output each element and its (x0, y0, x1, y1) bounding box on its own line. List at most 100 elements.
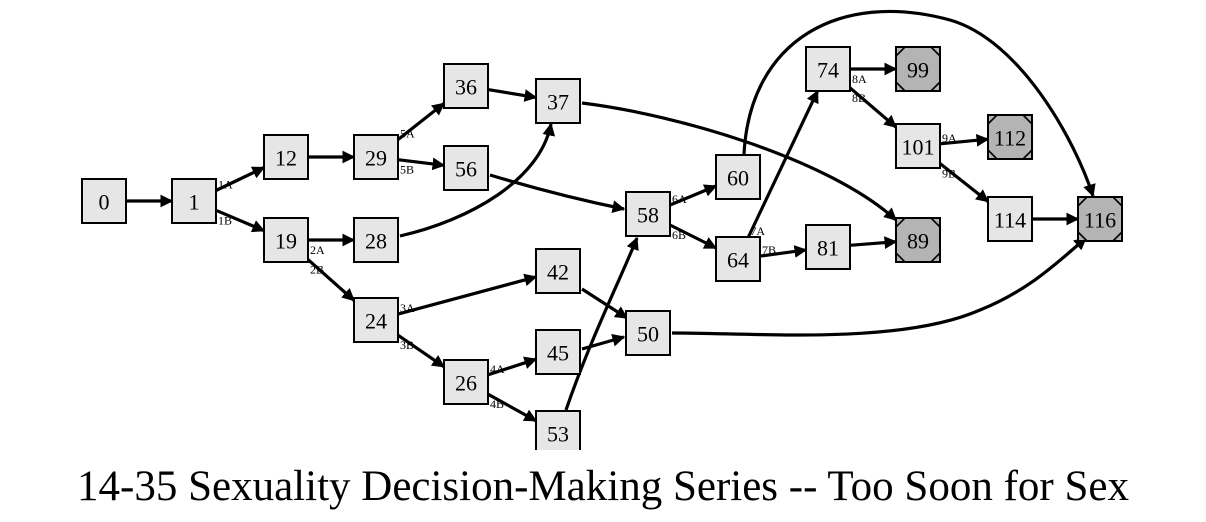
node-box (81, 178, 127, 224)
node-box (895, 217, 941, 263)
edge-label-1-19: 1B (218, 213, 232, 227)
edge-label-24-42: 3A (400, 301, 415, 315)
page-node-60: 60 (715, 154, 761, 200)
node-label: 74 (817, 58, 839, 83)
node-box (443, 359, 489, 405)
node-label: 28 (365, 229, 387, 254)
node-label: 56 (455, 157, 477, 182)
edges-layer (126, 9, 1096, 423)
node-label: 0 (99, 190, 110, 215)
node-box (987, 114, 1033, 160)
node-box (353, 134, 399, 180)
octagon-corner (987, 114, 998, 125)
edge-37-89 (581, 101, 898, 222)
edge-101-114 (939, 162, 990, 203)
octagon-corner (1077, 196, 1088, 207)
edge-28-37 (399, 122, 556, 238)
node-label: 114 (994, 208, 1026, 233)
node-label: 101 (902, 135, 935, 160)
page-node-114: 114 (987, 196, 1033, 242)
node-label: 89 (907, 229, 929, 254)
node-box (353, 297, 399, 343)
octagon-corner (1022, 149, 1033, 160)
node-label: 29 (365, 146, 387, 171)
node-label: 36 (455, 75, 477, 100)
node-label: 19 (275, 229, 297, 254)
edge-42-50 (581, 287, 629, 320)
node-label: 24 (365, 309, 387, 334)
node-label: 112 (994, 126, 1026, 151)
edge-19-24 (306, 258, 356, 302)
octagon-corner (1112, 231, 1123, 242)
node-box (715, 236, 761, 282)
edge-60-116 (742, 9, 1096, 198)
node-box (895, 46, 941, 92)
edge-58-64 (669, 223, 718, 250)
node-label: 64 (727, 248, 749, 273)
node-label: 116 (1084, 208, 1116, 233)
page-node-45: 45 (535, 329, 581, 375)
edge-53-58 (564, 236, 639, 411)
node-box (805, 224, 851, 270)
edge-label-74-101: 8B (852, 91, 866, 105)
node-label: 42 (547, 260, 569, 285)
ending-node-89: 89 (895, 217, 941, 263)
page-node-19: 19 (263, 217, 309, 263)
page-node-1: 1 (171, 178, 217, 224)
page-node-24: 24 (353, 297, 399, 343)
page-node-53: 53 (535, 410, 581, 450)
node-box (1077, 196, 1123, 242)
node-box (625, 310, 671, 356)
node-label: 50 (637, 322, 659, 347)
node-label: 60 (727, 166, 749, 191)
octagon-corner (1077, 231, 1088, 242)
node-box (987, 196, 1033, 242)
edge-50-116 (671, 236, 1088, 337)
octagon-corner (895, 217, 906, 228)
edge-label-26-45: 4A (490, 362, 505, 376)
edge-label-19-24: 2B (310, 263, 324, 277)
page-node-101: 101 (895, 123, 941, 169)
node-label: 26 (455, 371, 477, 396)
page-node-26: 26 (443, 359, 489, 405)
node-box (535, 329, 581, 375)
page-node-74: 74 (805, 46, 851, 92)
edge-label-58-64: 6B (672, 228, 686, 242)
edge-64-74 (746, 89, 820, 238)
node-label: 37 (547, 90, 569, 115)
page-node-37: 37 (535, 78, 581, 124)
node-label: 45 (547, 341, 569, 366)
node-box (443, 63, 489, 109)
node-box (715, 154, 761, 200)
node-box (443, 145, 489, 191)
page-node-12: 12 (263, 134, 309, 180)
octagon-corner (1112, 196, 1123, 207)
edge-label-19-28: 2A (310, 243, 325, 257)
edge-81-89 (849, 236, 898, 249)
node-box (263, 134, 309, 180)
octagon-corner (987, 149, 998, 160)
edge-56-58 (489, 173, 626, 213)
edge-24-42 (397, 273, 538, 316)
edge-label-74-99: 8A (852, 72, 867, 86)
edge-label-64-74: 7A (750, 224, 765, 238)
node-label: 12 (275, 146, 297, 171)
octagon-corner (930, 217, 941, 228)
ending-node-116: 116 (1077, 196, 1123, 242)
page-node-64: 64 (715, 236, 761, 282)
edge-label-26-53: 4B (490, 397, 504, 411)
ending-node-112: 112 (987, 114, 1033, 160)
octagon-corner (930, 252, 941, 263)
edge-1-12 (215, 166, 266, 192)
ending-node-99: 99 (895, 46, 941, 92)
node-label: 99 (907, 58, 929, 83)
node-label: 53 (547, 422, 569, 447)
node-box (535, 410, 581, 450)
octagon-corner (895, 252, 906, 263)
page-node-28: 28 (353, 217, 399, 263)
page-node-56: 56 (443, 145, 489, 191)
page-node-42: 42 (535, 248, 581, 294)
edge-26-45 (487, 356, 538, 377)
